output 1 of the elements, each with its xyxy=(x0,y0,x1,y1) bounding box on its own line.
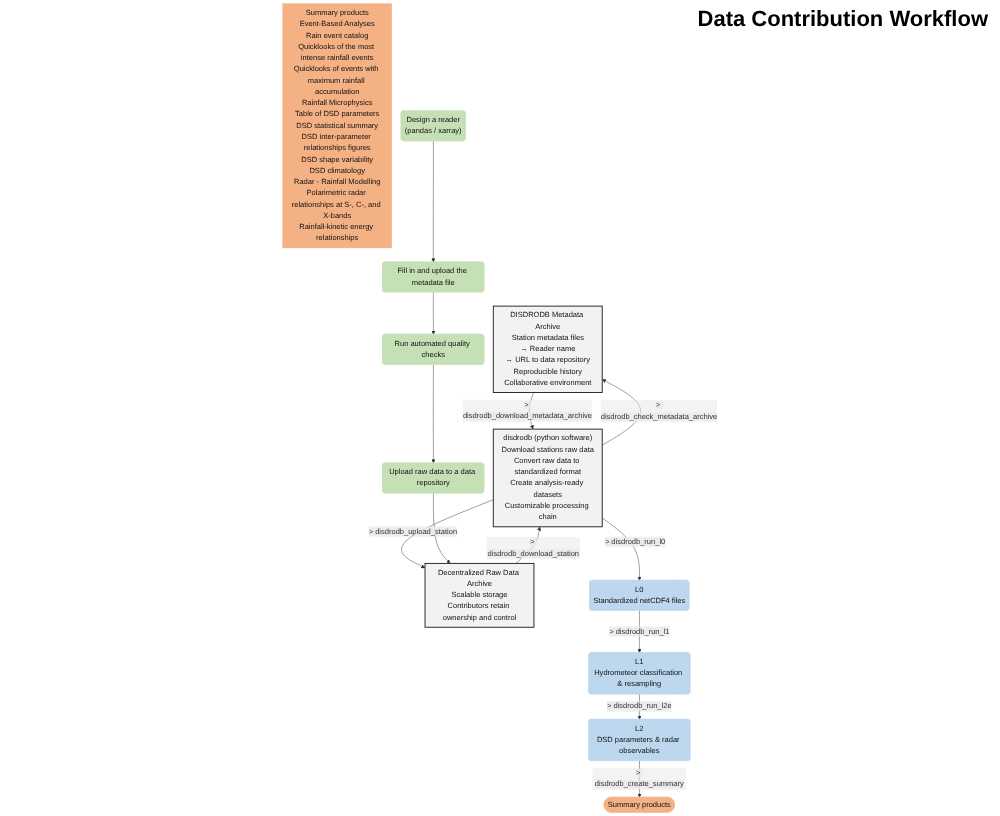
section-heading: Data Contribution Workflow xyxy=(697,8,988,32)
